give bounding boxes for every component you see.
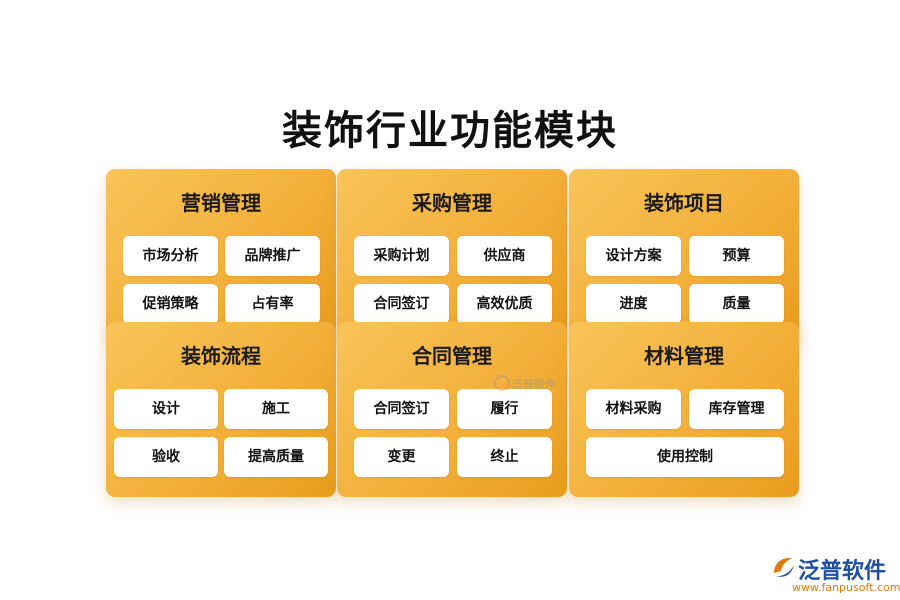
logo-name: 泛普软件 — [798, 559, 887, 584]
module-card-projects: 装饰项目 设计方案 预算 进度 质量 — [569, 169, 799, 344]
module-item: 设计 — [114, 389, 218, 429]
module-item: 高效优质 — [457, 284, 552, 324]
module-card-contracts: 合同管理 合同签订 履行 变更 终止 — [337, 322, 567, 497]
watermark: 泛普软件 — [494, 375, 556, 392]
page-title: 装饰行业功能模块 — [282, 108, 618, 154]
module-card-process: 装饰流程 设计 施工 验收 提高质量 — [106, 322, 336, 497]
module-item: 履行 — [457, 389, 552, 429]
fanpu-logo-icon — [774, 557, 794, 577]
module-item: 验收 — [114, 437, 218, 477]
module-item: 供应商 — [457, 236, 552, 276]
module-item: 合同签订 — [354, 284, 449, 324]
module-title: 装饰流程 — [181, 344, 261, 368]
watermark-logo-icon — [494, 375, 510, 391]
module-card-materials: 材料管理 材料采购 库存管理 使用控制 — [569, 322, 799, 497]
module-title: 合同管理 — [412, 344, 492, 368]
module-item: 库存管理 — [689, 389, 784, 429]
module-card-purchasing: 采购管理 采购计划 供应商 合同签订 高效优质 — [337, 169, 567, 344]
module-card-marketing: 营销管理 市场分析 品牌推广 促销策略 占有率 — [106, 169, 336, 344]
watermark-text: 泛普软件 — [512, 378, 556, 391]
module-item: 终止 — [457, 437, 552, 477]
module-title: 材料管理 — [644, 344, 724, 368]
module-title: 营销管理 — [181, 191, 261, 215]
module-item: 施工 — [224, 389, 328, 429]
module-item: 合同签订 — [354, 389, 449, 429]
module-item: 预算 — [689, 236, 784, 276]
module-item: 质量 — [689, 284, 784, 324]
module-item: 占有率 — [225, 284, 320, 324]
logo-url: www.fanpusoft.com — [792, 581, 900, 594]
module-item: 使用控制 — [586, 437, 784, 477]
module-title: 装饰项目 — [644, 191, 724, 215]
module-title: 采购管理 — [412, 191, 492, 215]
module-item: 品牌推广 — [225, 236, 320, 276]
module-item: 材料采购 — [586, 389, 681, 429]
module-item: 采购计划 — [354, 236, 449, 276]
module-item: 市场分析 — [123, 236, 218, 276]
module-item: 提高质量 — [224, 437, 328, 477]
module-item: 进度 — [586, 284, 681, 324]
module-item: 促销策略 — [123, 284, 218, 324]
module-item: 设计方案 — [586, 236, 681, 276]
module-item: 变更 — [354, 437, 449, 477]
